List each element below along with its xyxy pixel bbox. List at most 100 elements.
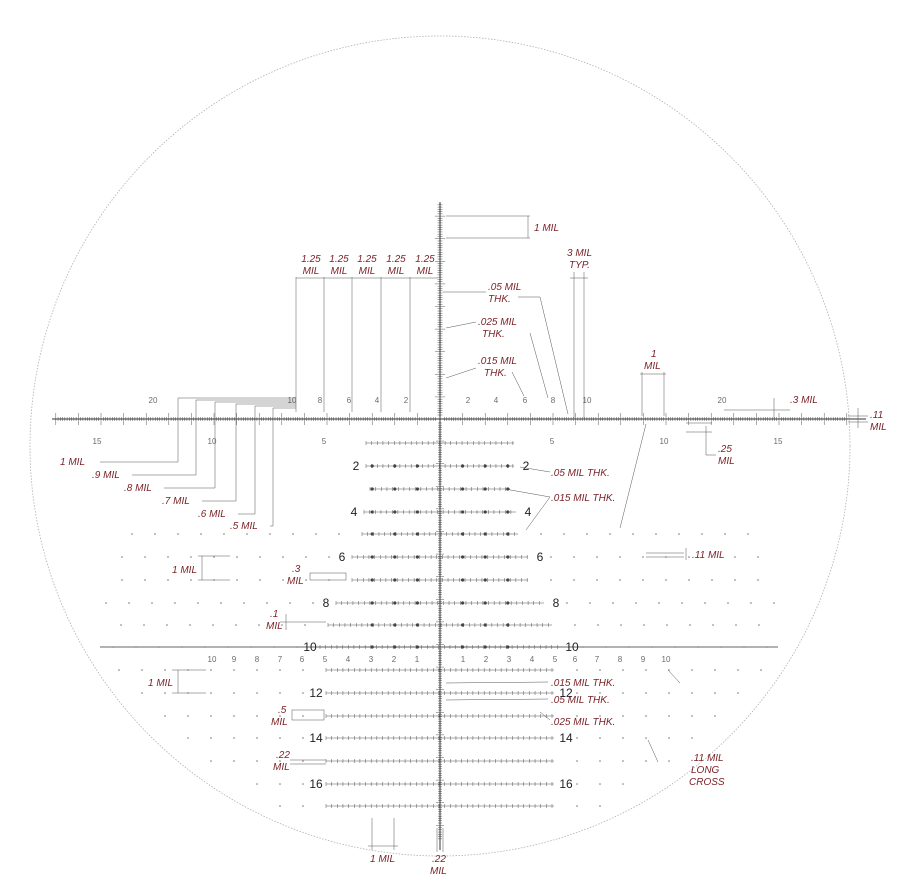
grid-dot	[714, 669, 716, 671]
stair-label: .8 MIL	[124, 483, 152, 494]
grid-dot	[651, 646, 653, 648]
grid-dot	[187, 715, 189, 717]
holdover-number-right: 16	[559, 777, 573, 791]
holdover-dot	[461, 555, 465, 559]
right-thk015: .015 MIL THK.	[551, 493, 615, 504]
spacing-unit: MIL	[303, 266, 320, 277]
grid-dot	[250, 646, 252, 648]
grid-dot	[599, 692, 601, 694]
grid-dot	[714, 692, 716, 694]
left-point5-b: MIL	[271, 717, 288, 728]
holdover-dot	[393, 578, 397, 582]
h-scale-upper-label: 10	[583, 396, 592, 405]
right-long-a: .11 MIL	[691, 753, 724, 764]
holdover-dot	[415, 645, 419, 649]
holdover-dot	[483, 645, 487, 649]
holdover-dot	[393, 601, 397, 605]
holdover-dot	[506, 578, 510, 582]
grid-dot	[704, 602, 706, 604]
three-mil-typ-label: TYP.	[569, 260, 590, 271]
holdover-dot	[506, 487, 510, 491]
grid-dot	[174, 602, 176, 604]
grid-dot	[766, 646, 768, 648]
grid-dot	[582, 646, 584, 648]
grid-dot	[645, 669, 647, 671]
right-long-c: CROSS	[689, 777, 725, 788]
grid-dot	[714, 715, 716, 717]
grid-dot	[256, 783, 258, 785]
grid-dot	[256, 760, 258, 762]
holdover-dot	[370, 532, 374, 536]
grid-dot	[167, 579, 169, 581]
grid-dot	[668, 669, 670, 671]
grid-dot	[256, 692, 258, 694]
grid-dot	[658, 602, 660, 604]
point25-label-a: .25	[718, 444, 732, 455]
grid-dot	[213, 556, 215, 558]
grid-dot	[258, 624, 260, 626]
wind-label: 4	[530, 655, 535, 664]
grid-dot	[233, 760, 235, 762]
spacing-unit: MIL	[388, 266, 405, 277]
grid-dot	[187, 692, 189, 694]
grid-dot	[622, 692, 624, 694]
grid-dot	[619, 556, 621, 558]
wind-label: 1	[461, 655, 466, 664]
holdover-dot	[461, 623, 465, 627]
right-thk025-low: .025 MIL THK.	[551, 717, 615, 728]
right-point11: .11 MIL	[692, 550, 725, 561]
grid-dot	[689, 624, 691, 626]
grid-dot	[279, 805, 281, 807]
grid-dot	[691, 669, 693, 671]
grid-dot	[540, 533, 542, 535]
grid-dot	[282, 556, 284, 558]
grid-dot	[256, 737, 258, 739]
grid-dot	[599, 715, 601, 717]
grid-dot	[747, 533, 749, 535]
grid-dot	[243, 602, 245, 604]
grid-dot	[612, 602, 614, 604]
grid-dot	[620, 624, 622, 626]
holdover-number-left: 14	[309, 731, 323, 745]
grid-dot	[233, 737, 235, 739]
grid-dot	[144, 579, 146, 581]
bottom-point22-b: MIL	[430, 866, 447, 877]
spacing-unit: MIL	[359, 266, 376, 277]
grid-dot	[233, 692, 235, 694]
holdover-dot	[483, 510, 487, 514]
grid-dot	[154, 533, 156, 535]
grid-dot	[128, 602, 130, 604]
grid-dot	[338, 533, 340, 535]
grid-dot	[292, 533, 294, 535]
right-long-b: LONG	[691, 765, 720, 776]
grid-dot	[668, 692, 670, 694]
grid-dot	[566, 602, 568, 604]
point25-label-b: MIL	[718, 456, 735, 467]
thk015-label-b: THK.	[484, 368, 507, 379]
grid-dot	[622, 783, 624, 785]
grid-dot	[727, 602, 729, 604]
wind-label: 2	[392, 655, 397, 664]
spacing-unit: MIL	[417, 266, 434, 277]
holdover-dot	[461, 601, 465, 605]
grid-dot	[655, 533, 657, 535]
grid-dot	[312, 602, 314, 604]
holdover-dot	[370, 578, 374, 582]
h-scale-lower-label: 15	[93, 437, 102, 446]
grid-dot	[121, 579, 123, 581]
spacing-value: 1.25	[386, 254, 406, 265]
grid-dot	[622, 760, 624, 762]
grid-dot	[223, 533, 225, 535]
grid-dot	[256, 669, 258, 671]
grid-dot	[645, 715, 647, 717]
grid-dot	[187, 737, 189, 739]
holdover-dot	[483, 578, 487, 582]
h-scale-upper-label: 4	[375, 396, 380, 405]
grid-dot	[151, 602, 153, 604]
grid-dot	[304, 624, 306, 626]
grid-dot	[574, 624, 576, 626]
holdover-dot	[415, 578, 419, 582]
holdover-number-left: 4	[351, 505, 358, 519]
